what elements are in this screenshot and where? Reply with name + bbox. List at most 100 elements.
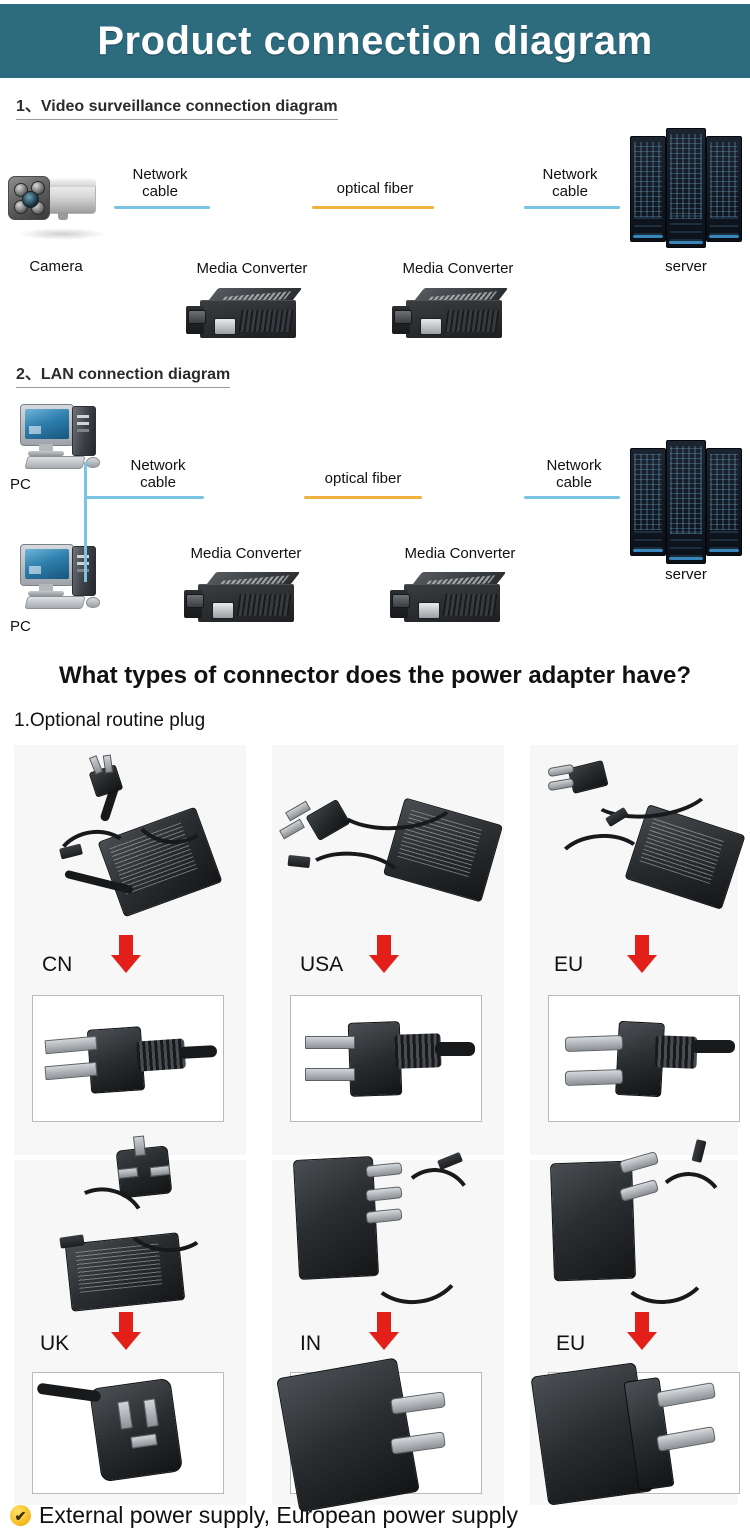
- arrow-down-icon-usa: [369, 935, 399, 977]
- media-converter-fiber-port: [394, 310, 412, 324]
- region-label-eu-1: EU: [554, 953, 584, 976]
- pc-monitor-stand: [39, 444, 53, 452]
- server-rack-unit: [706, 136, 742, 242]
- optical-fiber-line-2: [304, 496, 422, 499]
- eu-plug-pin: [547, 777, 575, 792]
- section-1-number: 1、: [16, 98, 41, 115]
- pc-tower: [72, 406, 96, 456]
- adapter-image-cn: [40, 754, 230, 935]
- uk-plug-pin-live: [117, 1166, 139, 1180]
- media-converter-rj45-port: [420, 318, 442, 335]
- server-rack-unit: [630, 448, 666, 556]
- camera-device-icon: [6, 168, 110, 230]
- media-converter-rj45-port: [212, 602, 234, 619]
- uk-plug-pin-neutral: [149, 1164, 171, 1178]
- usa-plug-closeup-pin: [305, 1036, 355, 1049]
- section-2-label: LAN connection diagram: [40, 366, 231, 383]
- network-cable-label-line2: cable: [552, 183, 588, 200]
- media-converter-label-1: Media Converter: [196, 260, 308, 277]
- server-rack-unit: [666, 128, 706, 248]
- uk-plug-pin-earth: [132, 1135, 147, 1157]
- media-converter-rj45-port: [418, 602, 440, 619]
- network-cable-label-line2: cable: [140, 474, 176, 491]
- pc-monitor-base: [28, 451, 64, 456]
- network-cable-label-line1: Network: [132, 166, 188, 183]
- pc-label-1: PC: [10, 476, 31, 493]
- network-cable-label-line1: Network: [542, 166, 598, 183]
- media-converter-device-2: [392, 288, 516, 344]
- media-converter-vents: [444, 310, 500, 332]
- network-cable-label-line1: Network: [130, 457, 186, 474]
- adapter-image-uk: [30, 1135, 230, 1330]
- media-converter-fiber-port: [186, 594, 204, 608]
- network-cable-label-3: Network cable: [108, 457, 208, 491]
- server-rack-led-strip: [709, 549, 739, 552]
- eu-wall-plug-pin: [618, 1151, 660, 1174]
- camera-label: Camera: [29, 258, 83, 275]
- adapter-ac-cord: [583, 751, 717, 825]
- eu-plug-closeup-pin: [564, 1068, 624, 1087]
- plug-closeup-frame-in: [276, 1357, 482, 1513]
- server-label-1: server: [665, 258, 707, 275]
- arrow-stem: [635, 935, 649, 957]
- lan-trunk-line: [84, 462, 87, 582]
- usa-plug-closeup-body: [347, 1021, 403, 1097]
- network-cable-label-line2: cable: [142, 183, 178, 200]
- adapter-label-sticker: [639, 816, 725, 885]
- camera-head: [8, 176, 50, 220]
- media-converter-fiber-port: [188, 310, 206, 324]
- arrow-down-icon-eu-1: [627, 935, 657, 977]
- arrow-head: [369, 955, 399, 973]
- uk-plug-closeup-cable: [36, 1382, 102, 1403]
- server-rack-led-strip: [709, 235, 739, 238]
- network-cable-line-2: [524, 206, 620, 209]
- arrow-down-icon-in: [369, 1312, 399, 1354]
- media-converter-device-3: [184, 572, 308, 628]
- check-circle-icon: ✔: [10, 1505, 31, 1526]
- server-rack-icon-1: [630, 128, 742, 248]
- in-plug-closeup-body: [276, 1357, 420, 1513]
- server-rack-icon-2: [630, 440, 742, 564]
- uk-plug-closeup-body: [88, 1377, 184, 1483]
- media-converter-label-2: Media Converter: [402, 260, 514, 277]
- optical-fiber-line-1: [312, 206, 434, 209]
- plug-closeup-frame-eu-1: [548, 995, 740, 1122]
- section-title-2: 2、LAN connection diagram: [16, 360, 231, 388]
- media-converter-vents: [442, 594, 498, 616]
- plug-closeup-frame-cn: [32, 995, 224, 1122]
- server-rack-led-strip: [669, 241, 703, 244]
- plug-closeup-frame-uk: [32, 1372, 224, 1494]
- camera-mount: [58, 212, 68, 220]
- page-header-banner: Product connection diagram: [0, 4, 750, 78]
- arrow-head: [627, 1332, 657, 1350]
- section-2-number: 2、: [16, 366, 41, 383]
- plug-closeup-frame-eu-2: [530, 1362, 740, 1506]
- arrow-stem: [119, 1312, 133, 1334]
- arrow-head: [627, 955, 657, 973]
- pc-label-2: PC: [10, 618, 31, 635]
- eu-plug-closeup-pin: [564, 1034, 624, 1053]
- network-cable-line-4: [524, 496, 620, 499]
- pc-monitor: [20, 404, 74, 446]
- media-converter-rj45-port: [214, 318, 236, 335]
- optical-fiber-label-1: optical fiber: [336, 180, 414, 197]
- usa-plug-closeup-cable: [435, 1042, 475, 1056]
- check-glyph: ✔: [14, 1507, 27, 1524]
- eu-wall-plug-closeup-pin: [656, 1382, 716, 1408]
- footer-note-text: External power supply, European power su…: [39, 1502, 519, 1528]
- connector-section-heading: What types of connector does the power a…: [58, 662, 692, 689]
- cn-plug-closeup-cable: [178, 1045, 218, 1059]
- eu-plug-closeup-cable: [691, 1040, 735, 1053]
- arrow-stem: [377, 1312, 391, 1334]
- arrow-down-icon-cn: [111, 935, 141, 977]
- adapter-image-eu: [546, 751, 746, 935]
- plug-closeup-frame-usa: [290, 995, 482, 1122]
- server-rack-led-strip: [669, 557, 703, 560]
- network-cable-line-3: [84, 496, 204, 499]
- pc-screen: [25, 549, 69, 579]
- server-rack-led-strip: [633, 235, 663, 238]
- camera-sunshade: [30, 178, 96, 187]
- pc-mouse: [86, 457, 100, 468]
- pc-keyboard: [24, 456, 86, 469]
- eu-plug-closeup-strain-relief: [654, 1035, 698, 1069]
